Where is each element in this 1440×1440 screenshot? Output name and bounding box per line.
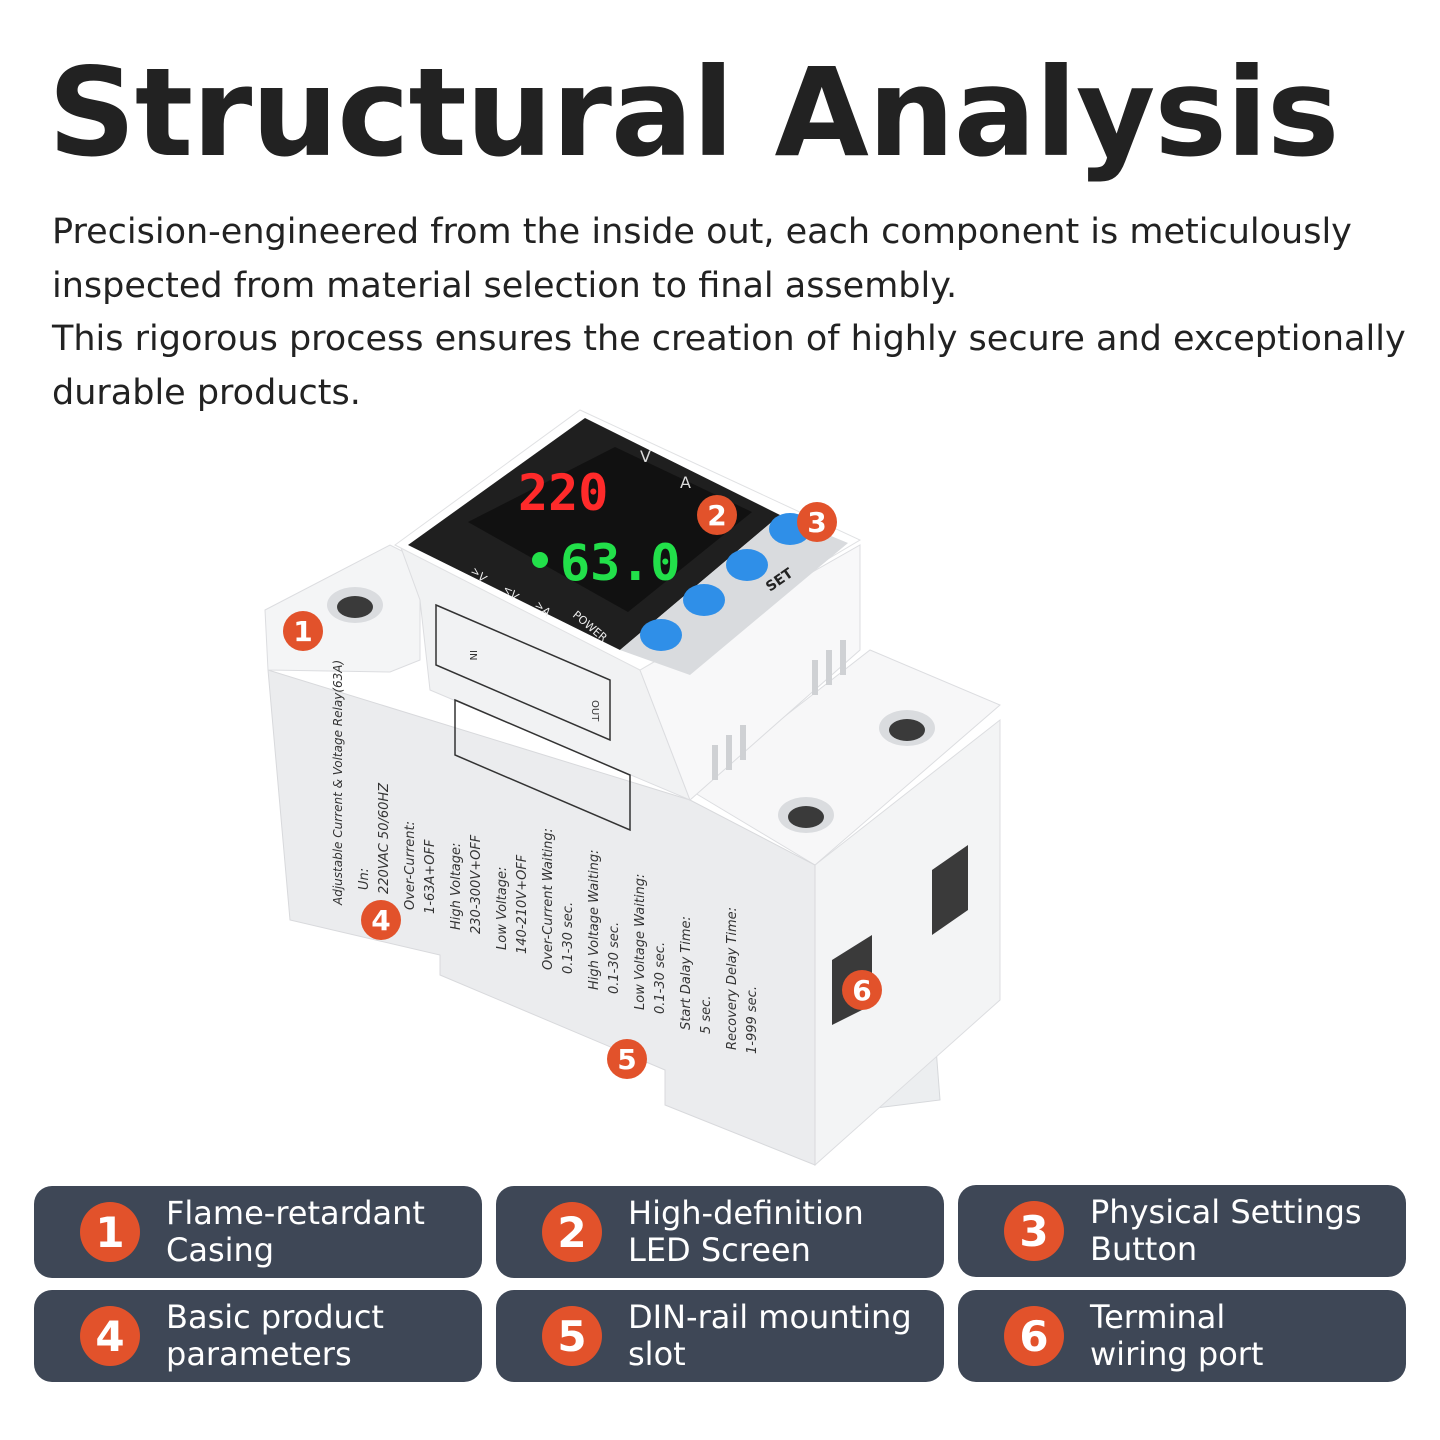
- screw-hole: [788, 806, 824, 828]
- spec-value: 140-210V+OFF: [515, 854, 530, 954]
- power-indicator: [532, 552, 548, 568]
- spec-value: 5 sec.: [699, 996, 714, 1034]
- page-title: Structural Analysis: [48, 42, 1339, 184]
- screw-hole: [337, 596, 373, 618]
- terminal-port: [932, 845, 968, 935]
- terminal-in-label: IN: [467, 650, 478, 660]
- callout-marker-6: 6: [842, 970, 882, 1010]
- wiring-diagram: [435, 603, 631, 832]
- callout-marker-2: 2: [697, 495, 737, 535]
- spec-label: Recovery Delay Time:: [725, 907, 740, 1050]
- feature-number-badge: 4: [80, 1306, 140, 1366]
- description-paragraph-1: Precision-engineered from the inside out…: [52, 212, 1352, 306]
- button-set[interactable]: [726, 549, 768, 581]
- spec-value: 220VAC 50/60HZ: [377, 782, 392, 894]
- spec-value: 1-999 sec.: [745, 986, 760, 1054]
- button-down[interactable]: [640, 619, 682, 651]
- spec-label: Start Dalay Time:: [679, 916, 694, 1030]
- spec-label: Low Voltage Waiting:: [633, 874, 648, 1010]
- feature-number-badge: 6: [1004, 1306, 1064, 1366]
- spec-value: 230-300V+OFF: [469, 834, 484, 934]
- spec-label: Over-Current Waiting:: [541, 828, 556, 970]
- side-face: [267, 669, 816, 1166]
- spec-label: Un:: [357, 868, 372, 890]
- callout-marker-3: 3: [797, 502, 837, 542]
- spec-label: Over-Current:: [403, 821, 418, 910]
- screw-hole: [889, 719, 925, 741]
- unit-v-label: V: [640, 447, 651, 466]
- led-screen: [468, 447, 752, 612]
- feature-number-badge: 2: [542, 1202, 602, 1262]
- spec-label: Low Voltage:: [495, 867, 510, 950]
- feature-number-badge: 1: [80, 1202, 140, 1262]
- right-block-top: [689, 649, 1001, 866]
- callout-marker-1: 1: [283, 611, 323, 651]
- feature-number-badge: 3: [1004, 1201, 1064, 1261]
- callout-marker-4: 4: [361, 900, 401, 940]
- voltage-readout: 220: [518, 464, 608, 522]
- current-readout: 63.0: [560, 534, 680, 592]
- spec-list: Un: 220VAC 50/60HZ Over-Current: 1-63A+OFF H…: [357, 782, 760, 1054]
- description-paragraph-2: This rigorous process ensures the creati…: [52, 319, 1406, 413]
- side-title: Adjustable Current & Voltage Relay(63A): [331, 660, 345, 906]
- button-up[interactable]: [683, 584, 725, 616]
- spec-value: 0.1-30 sec.: [561, 902, 576, 974]
- callout-marker-5: 5: [607, 1039, 647, 1079]
- spec-value: 1-63A+OFF: [423, 839, 438, 914]
- spec-value: 0.1-30 sec.: [653, 942, 668, 1014]
- terminal-out-label: OUT: [589, 700, 600, 722]
- spec-label: High Voltage Waiting:: [587, 850, 602, 990]
- description: Precision-engineered from the inside out…: [52, 206, 1422, 420]
- vents: [712, 640, 846, 780]
- feature-number-badge: 5: [542, 1306, 602, 1366]
- unit-a-label: A: [680, 473, 691, 492]
- spec-label: High Voltage:: [449, 843, 464, 930]
- spec-value: 0.1-30 sec.: [607, 922, 622, 994]
